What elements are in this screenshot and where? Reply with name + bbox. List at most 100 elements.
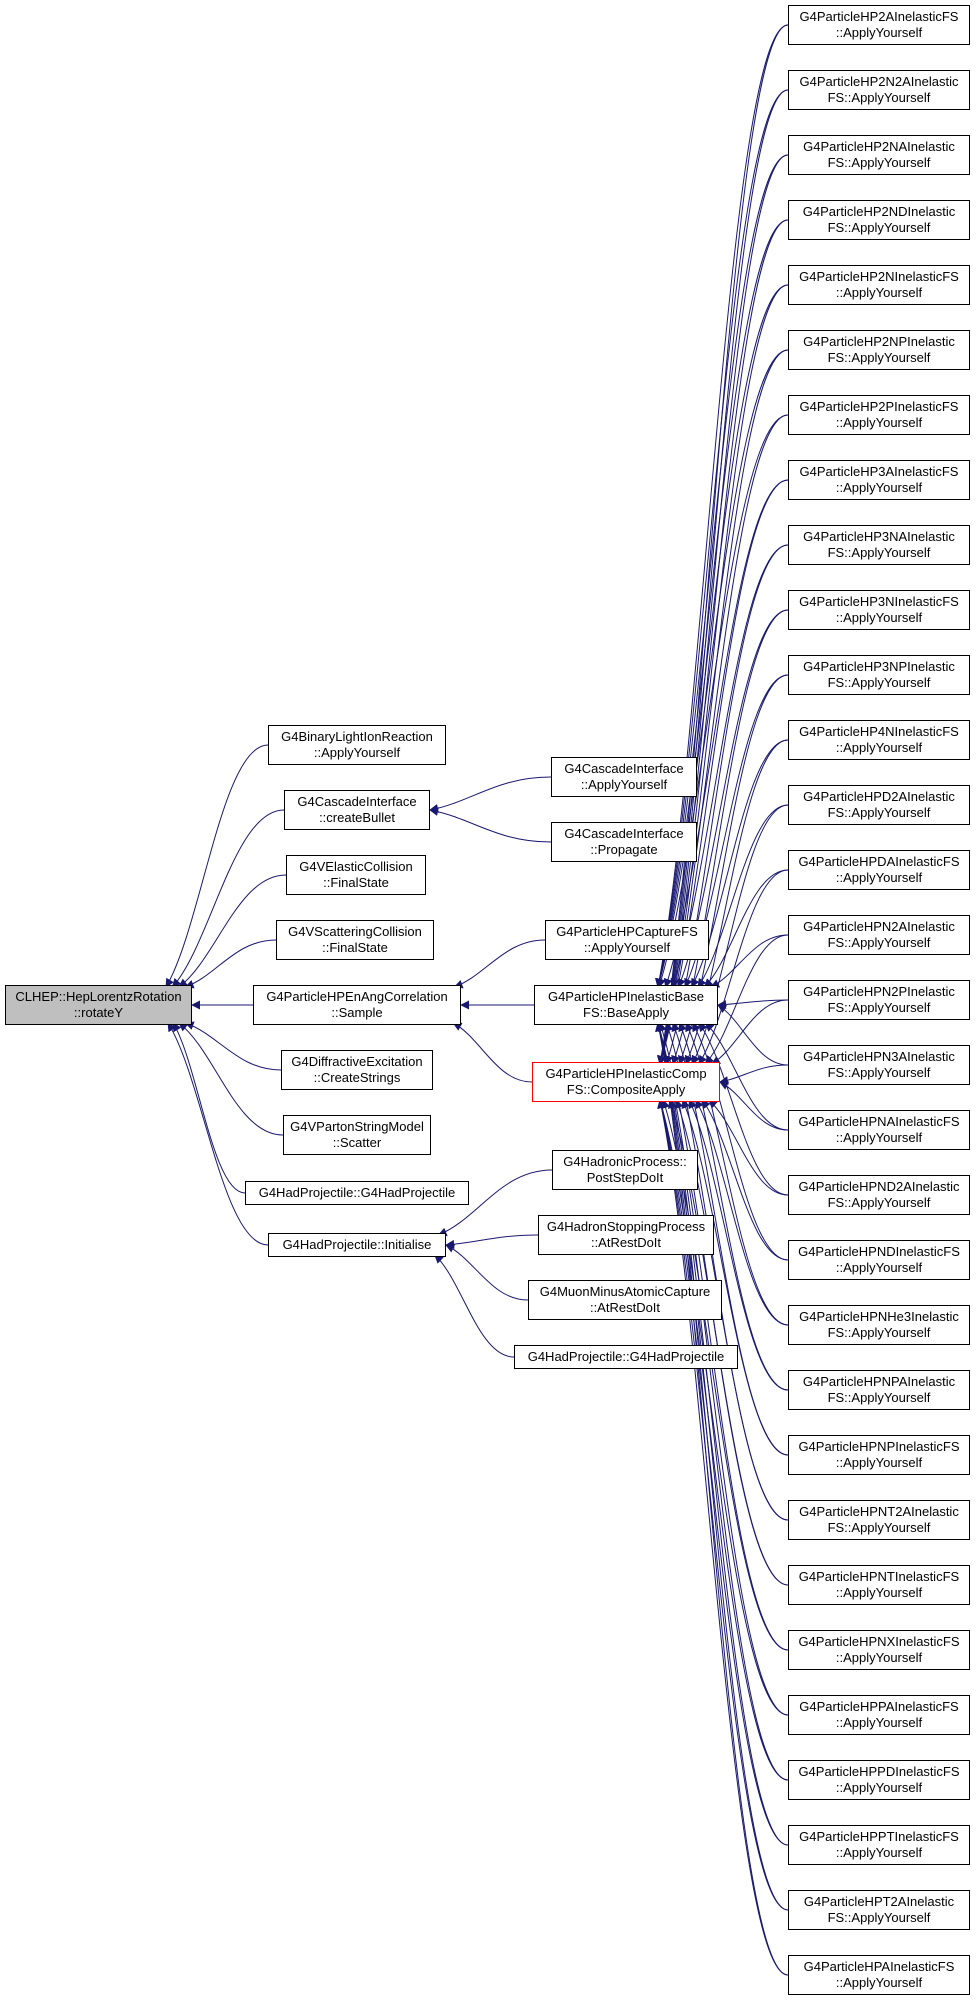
node-hp2p-inelastic-apply-yourself[interactable]: G4ParticleHP2PInelasticFS::ApplyYourself <box>788 395 970 435</box>
node-label-line-2: FS::ApplyYourself <box>827 805 931 820</box>
node-label-line-1: G4HadProjectile::G4HadProjectile <box>527 1349 725 1364</box>
node-label-line-1: G4ParticleHPPDInelasticFS <box>798 1764 960 1779</box>
node-hpda-inelastic-apply-yourself[interactable]: G4ParticleHPDAInelasticFS::ApplyYourself <box>788 850 970 890</box>
node-label-line-1: G4VScatteringCollision <box>288 924 422 939</box>
edge-r27-to-inelastic_base <box>655 1022 789 1716</box>
node-hpa-inelastic-apply-yourself[interactable]: G4ParticleHPAInelasticFS::ApplyYourself <box>788 1955 970 1995</box>
node-hadronic-process-post-step-do-it[interactable]: G4HadronicProcess:: PostStepDoIt <box>552 1150 698 1190</box>
node-hpnx-inelastic-apply-yourself[interactable]: G4ParticleHPNXInelasticFS::ApplyYourself <box>788 1630 970 1670</box>
edge-r23-to-inelastic_comp <box>681 1099 789 1456</box>
node-label-line-1: G4ParticleHP3AInelasticFS <box>799 464 959 479</box>
node-label-line-2: FS::ApplyYourself <box>827 675 931 690</box>
node-label-line-1: G4ParticleHPEnAngCorrelation <box>266 989 448 1004</box>
node-hpnp-inelastic-apply-yourself[interactable]: G4ParticleHPNPInelasticFS::ApplyYourself <box>788 1435 970 1475</box>
node-label-line-1: G4ParticleHPInelasticBase <box>547 989 705 1004</box>
node-inelastic-base-fs-base-apply[interactable]: G4ParticleHPInelasticBase FS::BaseApply <box>534 985 718 1025</box>
edge-r05-to-inelastic_base <box>655 284 789 988</box>
node-label-line-1: G4HadronicProcess:: <box>563 1154 687 1169</box>
node-cascade-interface-apply-yourself[interactable]: G4CascadeInterface ::ApplyYourself <box>551 757 697 797</box>
node-capture-fs-apply-yourself[interactable]: G4ParticleHPCaptureFS ::ApplyYourself <box>545 920 709 960</box>
node-hppt-inelastic-apply-yourself[interactable]: G4ParticleHPPTInelasticFS::ApplyYourself <box>788 1825 970 1865</box>
node-label-line-2: ::ApplyYourself <box>835 25 923 40</box>
edge-r17-to-inelastic_base <box>717 1004 789 1066</box>
node-label-line-1: G4ParticleHP3NAInelastic <box>803 529 955 544</box>
node-had-projectile-initialise[interactable]: G4HadProjectile::Initialise <box>268 1233 446 1257</box>
node-label-line-1: G4DiffractiveExcitation <box>291 1054 423 1069</box>
node-label-line-2: ::Propagate <box>590 842 658 857</box>
node-had-projectile-constructor[interactable]: G4HadProjectile::G4HadProjectile <box>245 1181 469 1205</box>
node-hpna-inelastic-apply-yourself[interactable]: G4ParticleHPNAInelasticFS::ApplyYourself <box>788 1110 970 1150</box>
node-label-line-1: G4ParticleHP3NPInelastic <box>803 659 955 674</box>
node-label-line-2: PostStepDoIt <box>586 1170 664 1185</box>
node-label-line-2: FS::ApplyYourself <box>827 545 931 560</box>
edge-r06-to-inelastic_comp <box>657 349 789 1065</box>
node-label-line-1: G4ParticleHPNTInelasticFS <box>798 1569 960 1584</box>
edge-r30-to-inelastic_comp <box>657 1099 789 1911</box>
edge-r29-to-inelastic_base <box>655 1022 789 1846</box>
edge-r08-to-inelastic_base <box>663 479 789 988</box>
node-label-line-2: ::Scatter <box>332 1135 382 1150</box>
node-vscattering-collision-final-state[interactable]: G4VScatteringCollision ::FinalState <box>276 920 434 960</box>
node-label-line-2: FS::ApplyYourself <box>827 1000 931 1015</box>
node-en-ang-correlation-sample[interactable]: G4ParticleHPEnAngCorrelation ::Sample <box>253 985 461 1025</box>
node-label-line-1: G4ParticleHPNAInelasticFS <box>798 1114 960 1129</box>
edge-vscattering_final_state-to-root <box>184 939 277 989</box>
node-cascade-interface-create-bullet[interactable]: G4CascadeInterface ::createBullet <box>284 790 430 830</box>
node-label-line-2: FS::ApplyYourself <box>827 220 931 235</box>
node-label-line-1: G4CascadeInterface <box>564 826 684 841</box>
node-had-projectile-constructor-2[interactable]: G4HadProjectile::G4HadProjectile <box>514 1345 738 1369</box>
node-hp4n-inelastic-apply-yourself[interactable]: G4ParticleHP4NInelasticFS::ApplyYourself <box>788 720 970 760</box>
node-label-line-1: G4MuonMinusAtomicCapture <box>539 1284 711 1299</box>
node-inelastic-comp-fs-composite-apply[interactable]: G4ParticleHPInelasticComp FS::CompositeA… <box>532 1062 720 1102</box>
node-muon-minus-atomic-capture-at-rest-do-it[interactable]: G4MuonMinusAtomicCapture ::AtRestDoIt <box>528 1280 722 1320</box>
node-hpnt-inelastic-apply-yourself[interactable]: G4ParticleHPNTInelasticFS::ApplyYourself <box>788 1565 970 1605</box>
node-diffractive-excitation-create-strings[interactable]: G4DiffractiveExcitation ::CreateStrings <box>281 1050 433 1090</box>
node-label-line-2: ::ApplyYourself <box>835 1975 923 1990</box>
node-label-line-1: G4ParticleHPAInelasticFS <box>803 1959 955 1974</box>
node-label-line-1: G4HadProjectile::G4HadProjectile <box>258 1185 456 1200</box>
node-hp2n-inelastic-apply-yourself[interactable]: G4ParticleHP2NInelasticFS::ApplyYourself <box>788 265 970 305</box>
node-cascade-interface-propagate[interactable]: G4CascadeInterface ::Propagate <box>551 822 697 862</box>
node-label-line-1: G4ParticleHPN2AInelastic <box>803 919 955 934</box>
node-label-line-2: ::ApplyYourself <box>835 870 923 885</box>
edge-cascade_apply-to-cascade_create_bullet <box>429 776 552 813</box>
node-label-line-1: G4ParticleHP2AInelasticFS <box>799 9 959 24</box>
node-hpnd-inelastic-apply-yourself[interactable]: G4ParticleHPNDInelasticFS::ApplyYourself <box>788 1240 970 1280</box>
node-vparton-string-model-scatter[interactable]: G4VPartonStringModel ::Scatter <box>283 1115 431 1155</box>
edge-r13-to-inelastic_comp <box>691 804 789 1065</box>
node-label-line-1: G4ParticleHPNDInelasticFS <box>798 1244 960 1259</box>
node-hppa-inelastic-apply-yourself[interactable]: G4ParticleHPPAInelasticFS::ApplyYourself <box>788 1695 970 1735</box>
node-hp2a-inelastic-apply-yourself[interactable]: G4ParticleHP2AInelasticFS::ApplyYourself <box>788 5 970 45</box>
edge-r22-to-inelastic_comp <box>688 1099 789 1391</box>
node-label-line-1: G4ParticleHPNPInelasticFS <box>798 1439 960 1454</box>
node-hppd-inelastic-apply-yourself[interactable]: G4ParticleHPPDInelasticFS::ApplyYourself <box>788 1760 970 1800</box>
node-label-line-2: ::createBullet <box>319 810 395 825</box>
node-velastic-collision-final-state[interactable]: G4VElasticCollision ::FinalState <box>286 855 426 895</box>
edge-muon_minus-to-hadprojectile_initialise <box>445 1244 529 1301</box>
node-label-line-2: FS::ApplyYourself <box>827 935 931 950</box>
edge-capture_apply-to-en_ang_sample <box>453 939 546 989</box>
node-binary-light-ion-reaction-apply-yourself[interactable]: G4BinaryLightIonReaction ::ApplyYourself <box>268 725 446 765</box>
edge-hadprojectile_initialise-to-root <box>167 1022 269 1246</box>
node-hp3n-inelastic-apply-yourself[interactable]: G4ParticleHP3NInelasticFS::ApplyYourself <box>788 590 970 630</box>
node-hadron-stopping-process-at-rest-do-it[interactable]: G4HadronStoppingProcess ::AtRestDoIt <box>538 1215 714 1255</box>
node-hp3a-inelastic-apply-yourself[interactable]: G4ParticleHP3AInelasticFS::ApplyYourself <box>788 460 970 500</box>
node-label-line-1: G4ParticleHPCaptureFS <box>556 924 698 939</box>
node-label-line-1: G4VPartonStringModel <box>290 1119 424 1134</box>
